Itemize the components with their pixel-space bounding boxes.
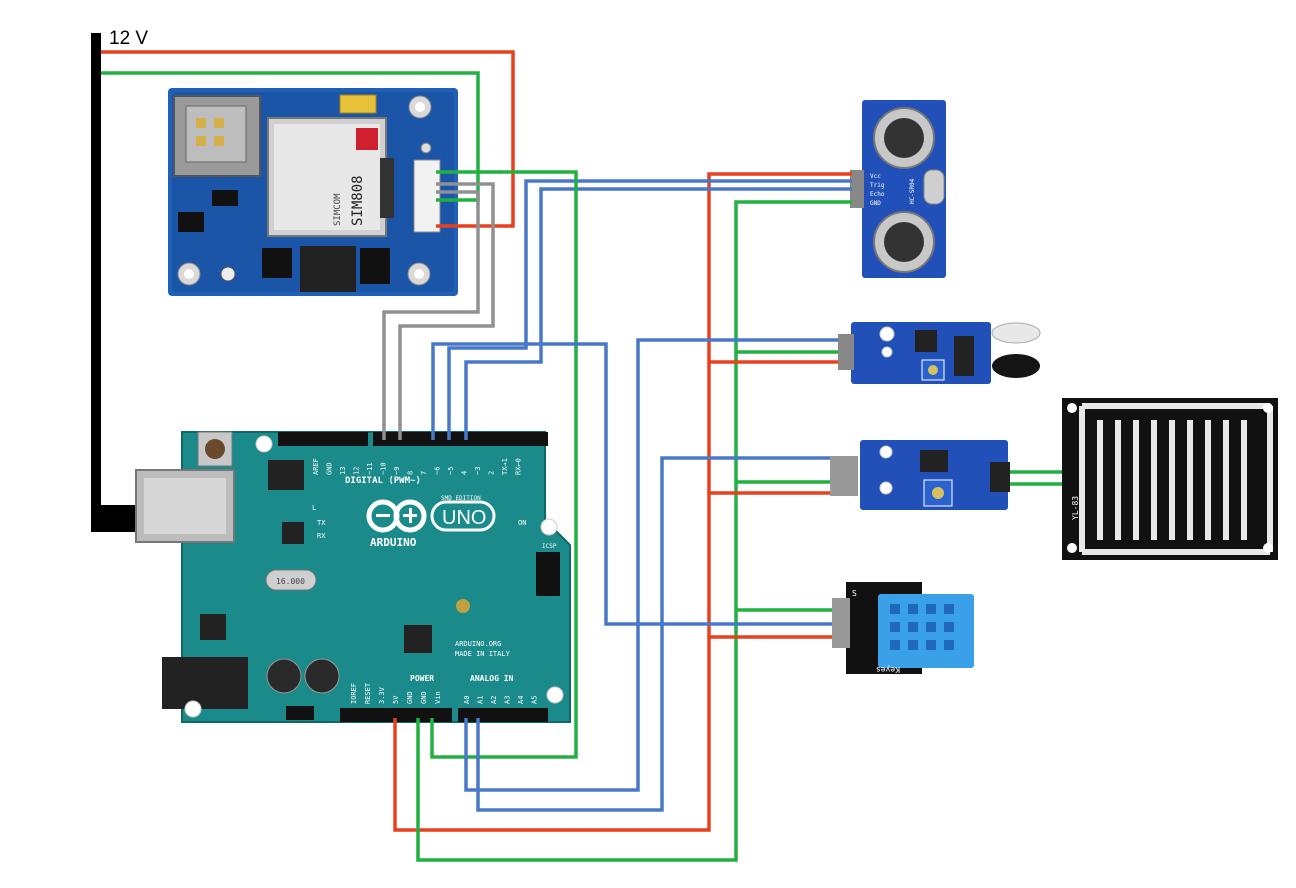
supply-voltage-label: 12 V [109,28,148,49]
ultrasonic-pin-vcc: Vcc [870,173,881,180]
arduino-uno: DIGITAL (PWM~) POWER ANALOG IN UNO SMD E… [135,431,571,723]
microcontroller-chip [404,625,432,653]
wire-ir-out [464,338,838,792]
board-brand-label: ARDUINO [370,536,417,549]
chip-model-label: SIM808 [350,175,366,226]
rain-sensor-module [830,440,1010,510]
wire-ultrasonic-gnd [416,200,852,862]
analog-header [458,708,548,722]
analog-pin-label-2: A2 [490,696,498,704]
wires [101,50,1062,862]
digital-pin-label-14: TX→1 [501,458,509,475]
power-pin-label-6: Vin [434,691,442,704]
power-pin-label-4: GND [406,691,414,704]
wire-gsm-tx [398,182,495,440]
digital-pin-label-5: ~10 [380,462,388,475]
dht11-brand-label: Keyes [876,665,900,674]
on-led-label: ON [518,519,526,527]
analog-header-label: ANALOG IN [470,674,514,683]
board-made-in-label: MADE IN ITALY [455,650,511,658]
power-pin-label-2: 3.3V [378,686,386,704]
digital-pin-label-7: 8 [407,471,415,475]
wire-ultrasonic-vcc [393,172,852,832]
ultrasonic-pin-echo: Echo [870,191,885,198]
analog-pin-label-5: A5 [531,696,539,704]
board-site-label: ARDUINO.ORG [455,640,501,648]
ultrasonic-pin-trig: Trig [870,182,885,189]
power-header-label: POWER [410,674,434,683]
crystal-label: 16.000 [276,577,305,586]
power-pin-label-3: 5V [392,695,400,704]
tx-led-label: TX [317,519,326,527]
digital-pin-label-11: 4 [461,471,469,475]
digital-header-low [278,432,368,446]
arduino-logo [366,499,427,533]
supply-wire [91,33,151,532]
digital-pin-label-8: 7 [420,471,428,475]
bottom-pin-labels: IOREF RESET 3.3V 5V GND GND Vin A0 A1 A2 A3 A4 A5 [350,682,539,704]
gsm-module: SIM808 SIMCOM [168,88,458,296]
analog-pin-label-4: A4 [517,696,525,704]
ir-emitter-led [991,322,1041,344]
digital-pin-label-12: ~3 [474,467,482,475]
power-pin-label-5: GND [420,691,428,704]
dc-power-jack [162,657,248,709]
rain-sensor-plate: YL-83 [1062,398,1278,560]
dht11-sensor: S Keyes [832,582,974,674]
analog-pin-label-1: A1 [477,696,485,704]
power-pin-label-1: RESET [364,682,372,704]
icsp-label: ICSP [542,543,557,550]
wire-12v-ground [101,71,480,202]
digital-pin-label-4: ~11 [366,462,374,475]
digital-pin-label-3: 12 [353,467,361,475]
digital-pin-label-6: ~9 [393,467,401,475]
power-header [340,708,452,722]
dht11-signal-pin-label: S [852,589,857,598]
digital-pin-label-15: RX←0 [515,458,523,475]
wire-rain-out [476,456,830,812]
ultrasonic-model-label: HC-SR04 [909,178,916,204]
wire-dht-data [431,342,832,626]
crystal [265,569,317,591]
analog-pin-label-3: A3 [504,696,512,704]
digital-header-high [373,432,548,446]
ultrasonic-sensor: Vcc Trig Echo GND HC-SR04 [850,100,946,278]
digital-pin-label-13: 2 [488,471,496,475]
ir-sensor [838,322,1041,384]
rain-plate-traces [1079,403,1273,555]
board-edition-label: SMD EDITION [441,495,481,502]
digital-pin-label-9: ~6 [434,467,442,475]
rain-plate-label: YL-83 [1071,496,1080,520]
digital-pin-label-1: GND [326,462,334,475]
rx-led-label: RX [317,532,326,540]
digital-header-label: DIGITAL (PWM~) [345,476,421,486]
chip-brand-label: SIMCOM [333,193,343,226]
digital-pin-label-2: 13 [339,467,347,475]
digital-pin-label-10: ~5 [447,467,455,475]
wire-ultrasonic-trig [447,179,852,440]
digital-pin-label-0: AREF [312,458,320,475]
gsm-connector [413,159,441,233]
ir-receiver-led [992,354,1040,378]
l-led-label: L [312,504,316,512]
board-model-label: UNO [442,507,486,529]
wire-gsm-ground [430,170,578,759]
digital-pin-labels: AREF GND 13 12 ~11 ~10 ~9 8 7 ~6 ~5 4 ~3 2 TX→1 RX←0 [312,458,523,475]
ultrasonic-pin-gnd: GND [870,200,881,207]
analog-pin-label-0: A0 [463,696,471,704]
wire-ultrasonic-echo [464,187,852,440]
power-pin-label-0: IOREF [350,683,358,704]
wire-12v-positive [101,50,515,228]
wire-gsm-rx [382,190,480,440]
